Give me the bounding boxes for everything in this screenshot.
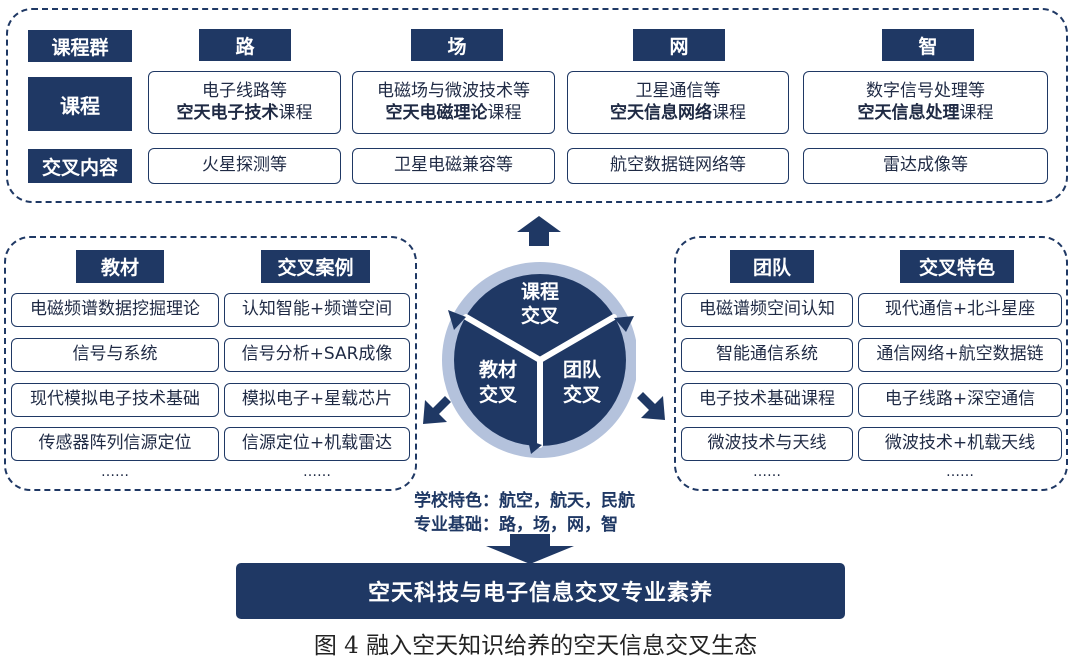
- segment-team-line1: 团队: [563, 358, 602, 381]
- column-header-lu: 路: [199, 29, 291, 61]
- segment-team-line2: 交叉: [563, 383, 602, 406]
- school-feature-text: 学校特色：航空，航天，民航: [414, 491, 635, 511]
- top-panel: [6, 8, 1068, 203]
- column-header-chang: 场: [411, 29, 503, 61]
- textbook-item: 传感器阵列信源定位: [11, 427, 219, 461]
- textbook-item: 电磁频谱数据挖掘理论: [11, 293, 219, 327]
- course-name: 空天信息处理课程: [857, 102, 994, 123]
- feature-ellipsis: ……: [946, 464, 974, 480]
- case-item: 信源定位+机载雷达: [224, 427, 410, 461]
- segment-textbook-line1: 教材: [479, 358, 517, 381]
- feature-item: 电子线路+深空通信: [858, 383, 1062, 417]
- segment-textbook-line2: 交叉: [479, 383, 518, 406]
- course-line: 电子线路等: [202, 81, 287, 102]
- cross-box-zhi: 雷达成像等: [803, 148, 1048, 184]
- course-box-lu: 电子线路等 空天电子技术课程: [148, 71, 341, 134]
- up-arrow-icon: [517, 216, 561, 246]
- team-item: 电磁谱频空间认知: [681, 293, 853, 327]
- textbook-item: 现代模拟电子技术基础: [11, 383, 219, 417]
- left-header-cases: 交叉案例: [261, 250, 370, 283]
- row-label-course-group: 课程群: [28, 30, 132, 62]
- column-header-zhi: 智: [882, 29, 974, 61]
- team-item: 电子技术基础课程: [681, 383, 853, 417]
- ring-arrowhead-icon: [614, 316, 634, 332]
- row-label-cross-content: 交叉内容: [28, 149, 132, 183]
- row-label-course: 课程: [28, 77, 132, 131]
- course-name: 空天电子技术课程: [176, 102, 313, 123]
- course-line: 卫星通信等: [635, 81, 721, 102]
- course-box-zhi: 数字信号处理等 空天信息处理课程: [803, 71, 1048, 134]
- case-ellipsis: ……: [303, 464, 331, 480]
- course-box-chang: 电磁场与微波技术等 空天电磁理论课程: [352, 71, 555, 134]
- cross-box-chang: 卫星电磁兼容等: [352, 148, 555, 184]
- segment-course-line1: 课程: [521, 281, 559, 303]
- column-header-wang: 网: [633, 29, 725, 61]
- right-panel: [674, 236, 1068, 491]
- ring-arrowhead-icon: [528, 440, 542, 454]
- feature-item: 微波技术+机载天线: [858, 427, 1062, 461]
- case-item: 认知智能+频谱空间: [224, 293, 410, 327]
- right-header-features: 交叉特色: [900, 250, 1014, 283]
- course-line: 数字信号处理等: [866, 81, 985, 102]
- down-arrow-icon: [486, 534, 574, 564]
- cross-box-wang: 航空数据链网络等: [567, 148, 789, 184]
- literacy-banner: 空天科技与电子信息交叉专业素养: [236, 563, 845, 619]
- cross-box-lu: 火星探测等: [148, 148, 341, 184]
- left-header-textbook: 教材: [76, 250, 164, 283]
- case-item: 模拟电子+星载芯片: [224, 383, 410, 417]
- textbook-item: 信号与系统: [11, 338, 219, 372]
- course-line: 电磁场与微波技术等: [377, 81, 530, 102]
- wheel-dividers: [463, 314, 617, 448]
- team-item: 微波技术与天线: [681, 427, 853, 461]
- cross-wheel: 课程 交叉 教材 交叉 团队 交叉: [442, 262, 636, 458]
- course-name: 空天信息网络课程: [610, 102, 746, 123]
- figure-caption: 图 4 融入空天知识给养的空天信息交叉生态: [313, 633, 758, 659]
- feature-item: 现代通信+北斗星座: [858, 293, 1062, 327]
- ring-arrowhead-icon: [448, 310, 466, 330]
- segment-course-line2: 交叉: [521, 304, 560, 327]
- team-ellipsis: ……: [753, 464, 781, 480]
- down-left-arrow-icon: [423, 396, 451, 424]
- textbook-ellipsis: ……: [101, 464, 129, 480]
- course-box-wang: 卫星通信等 空天信息网络课程: [567, 71, 789, 134]
- team-item: 智能通信系统: [681, 338, 853, 372]
- course-name: 空天电磁理论课程: [385, 102, 522, 123]
- right-header-team: 团队: [730, 250, 814, 283]
- left-panel: [4, 236, 417, 491]
- case-item: 信号分析+SAR成像: [224, 338, 410, 372]
- major-foundation-text: 专业基础：路，场，网，智: [414, 515, 618, 535]
- down-right-arrow-icon: [637, 392, 665, 420]
- feature-item: 通信网络+航空数据链: [858, 338, 1062, 372]
